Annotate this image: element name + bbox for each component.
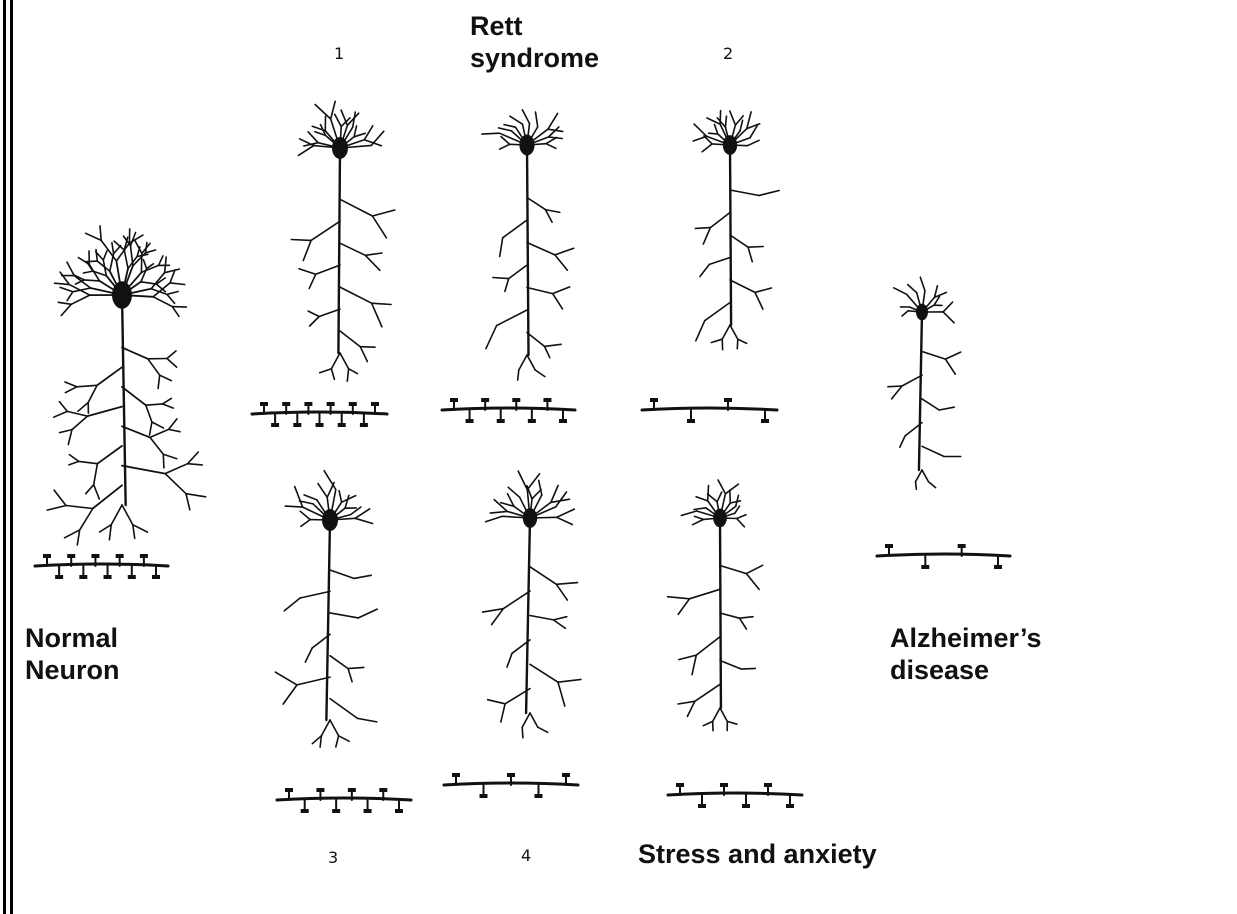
rett-neuron-2-soma bbox=[723, 135, 737, 155]
rett-neuron-rett-soma bbox=[519, 135, 534, 156]
normal-neuron-label: Normal Neuron bbox=[25, 622, 120, 687]
normal-neuron bbox=[47, 226, 205, 545]
panel-number-3: 3 bbox=[328, 848, 338, 867]
panel-number-2: 2 bbox=[723, 44, 733, 63]
rett-neuron-rett bbox=[482, 110, 574, 380]
rett-neuron-rett-dendrite-spines bbox=[442, 398, 575, 423]
alzheimers-neuron bbox=[888, 277, 961, 489]
alzheimers-neuron-dendrite-spines bbox=[877, 544, 1010, 569]
normal-neuron-soma bbox=[112, 281, 132, 309]
rett-neuron-2-dendrite-spines bbox=[642, 398, 777, 423]
normal-neuron-dendrite-spines bbox=[35, 554, 168, 579]
alzheimers-label: Alzheimer’s disease bbox=[890, 622, 1042, 687]
stress-neuron-dendrite-spines bbox=[668, 783, 802, 808]
panel-number-1: 1 bbox=[334, 44, 344, 63]
stress-neuron bbox=[668, 480, 763, 731]
rett-syndrome-label: Rett syndrome bbox=[470, 10, 599, 75]
rett-neuron-2 bbox=[693, 111, 779, 350]
stress-anxiety-label: Stress and anxiety bbox=[638, 838, 877, 870]
stress-neuron-soma bbox=[713, 509, 727, 528]
alzheimers-neuron-soma bbox=[916, 304, 928, 321]
neuron-3-dendrite-spines bbox=[277, 788, 411, 813]
neuron-3 bbox=[275, 471, 377, 747]
rett-neuron-1 bbox=[291, 101, 394, 381]
rett-neuron-1-soma bbox=[332, 137, 348, 159]
panel-number-4: 4 bbox=[521, 846, 531, 865]
neuron-3-soma bbox=[322, 509, 338, 531]
neuron-4-dendrite-spines bbox=[444, 773, 578, 798]
neuron-4 bbox=[483, 471, 581, 738]
rett-neuron-1-dendrite-spines bbox=[252, 402, 387, 427]
neuron-4-soma bbox=[523, 508, 537, 528]
